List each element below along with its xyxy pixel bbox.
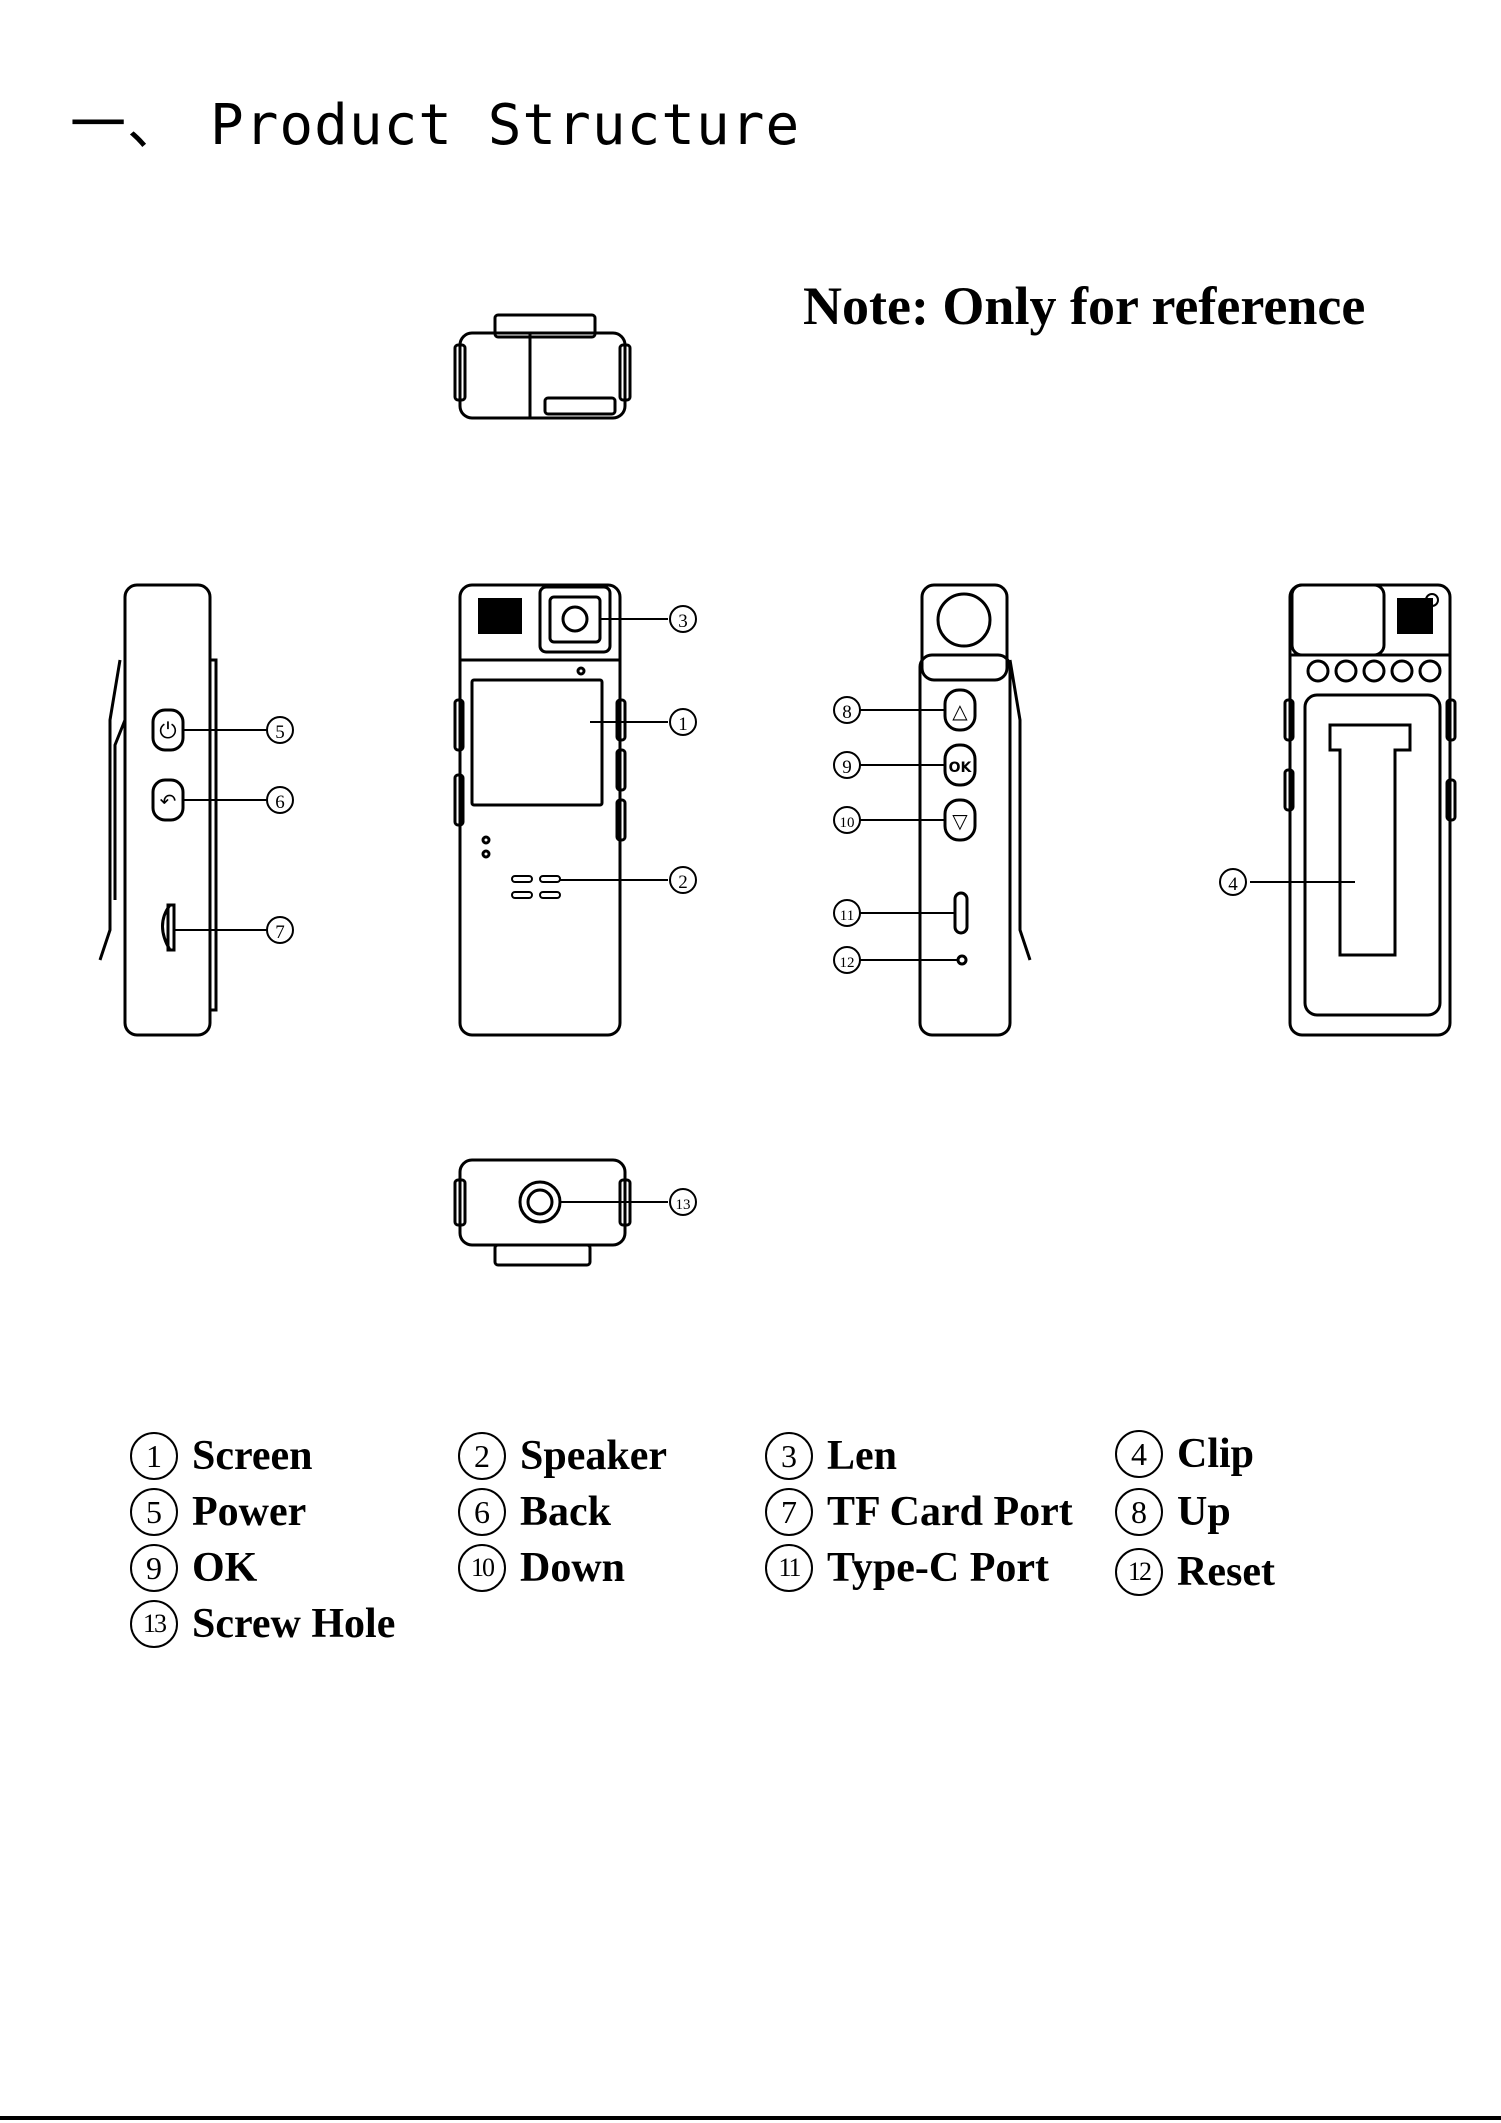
svg-text:9: 9 (842, 757, 852, 778)
callout-1: 1 (670, 709, 696, 735)
ok-button-label: OK (949, 760, 973, 776)
callout-12: 12 (834, 947, 860, 973)
left-side-view: ⏻ ↶ (100, 585, 268, 1035)
svg-text:11: 11 (840, 908, 854, 924)
svg-text:7: 7 (275, 922, 285, 943)
top-view (455, 315, 630, 418)
svg-text:10: 10 (840, 815, 855, 831)
svg-text:6: 6 (275, 792, 285, 813)
callout-4: 4 (1220, 869, 1246, 895)
svg-text:1: 1 (678, 714, 688, 735)
bottom-rule (0, 2116, 1501, 2120)
svg-text:2: 2 (678, 872, 688, 893)
callout-8: 8 (834, 697, 860, 723)
back-symbol-icon: ↶ (160, 789, 177, 813)
callout-2: 2 (670, 867, 696, 893)
svg-text:4: 4 (1228, 874, 1238, 895)
up-symbol-icon: △ (952, 699, 968, 723)
bottom-view (455, 1160, 668, 1265)
back-view (1250, 585, 1455, 1035)
callout-13: 13 (670, 1189, 696, 1215)
svg-text:8: 8 (842, 702, 852, 723)
product-structure-diagram: ⏻ ↶ (0, 0, 1501, 1400)
callout-9: 9 (834, 752, 860, 778)
svg-text:12: 12 (840, 955, 855, 971)
svg-text:3: 3 (678, 611, 688, 632)
right-side-view: △ OK ▽ (860, 585, 1030, 1035)
svg-text:5: 5 (275, 722, 285, 743)
callouts: 3 1 2 5 6 7 8 9 10 11 12 4 13 (267, 606, 1246, 1215)
svg-text:13: 13 (676, 1197, 691, 1213)
down-symbol-icon: ▽ (952, 809, 968, 833)
callout-11: 11 (834, 900, 860, 926)
callout-5: 5 (267, 717, 293, 743)
callout-6: 6 (267, 787, 293, 813)
power-symbol-icon: ⏻ (159, 719, 176, 744)
callout-3: 3 (670, 606, 696, 632)
callout-7: 7 (267, 917, 293, 943)
front-view (455, 585, 668, 1035)
callout-10: 10 (834, 807, 860, 833)
